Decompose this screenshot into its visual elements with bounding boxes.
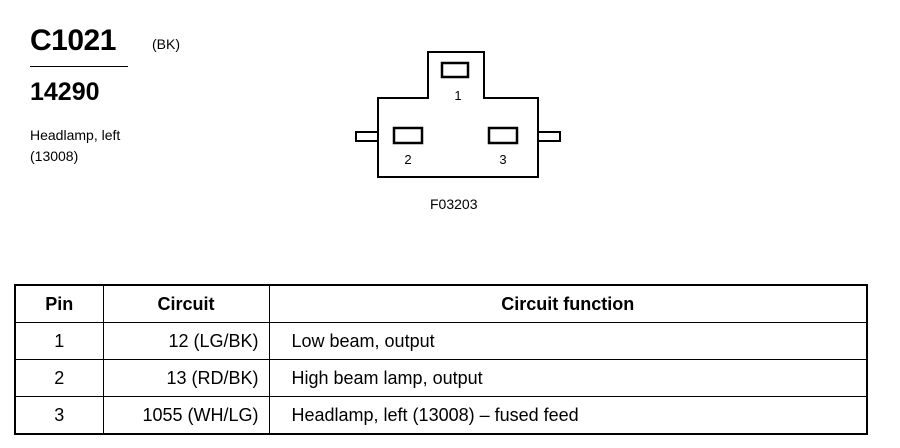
table-row: 1 12 (LG/BK) Low beam, output	[14, 322, 868, 360]
header-pin: Pin	[14, 284, 104, 323]
cell-circuit: 1055 (WH/LG)	[102, 396, 270, 435]
part-number: 14290	[30, 78, 100, 106]
table-row: 2 13 (RD/BK) High beam lamp, output	[14, 359, 868, 397]
pin-3-cavity	[487, 126, 519, 145]
connector-face-diagram: 1 2 3	[355, 51, 561, 178]
right-latch-tab	[537, 131, 561, 142]
pin-2-cavity	[392, 126, 424, 145]
title-rule	[30, 66, 128, 67]
table-row: 3 1055 (WH/LG) Headlamp, left (13008) – …	[14, 396, 868, 435]
pin-3-label: 3	[499, 152, 506, 167]
description-line-1: Headlamp, left	[30, 127, 121, 143]
header-circuit-function: Circuit function	[268, 284, 868, 323]
table-header-row: Pin Circuit Circuit function	[14, 284, 868, 323]
cell-pin: 2	[14, 359, 104, 397]
pin-2-label: 2	[404, 152, 411, 167]
figure-code: F03203	[430, 196, 478, 212]
pin-1-cavity	[440, 61, 470, 79]
cell-function: Headlamp, left (13008) – fused feed	[268, 396, 868, 435]
connector-outline	[377, 51, 539, 178]
header-circuit: Circuit	[102, 284, 270, 323]
cell-circuit: 13 (RD/BK)	[102, 359, 270, 397]
cell-circuit: 12 (LG/BK)	[102, 322, 270, 360]
cell-function: Low beam, output	[268, 322, 868, 360]
description-line-2: (13008)	[30, 148, 79, 164]
cell-pin: 3	[14, 396, 104, 435]
connector-color: (BK)	[152, 36, 180, 52]
cell-pin: 1	[14, 322, 104, 360]
cell-function: High beam lamp, output	[268, 359, 868, 397]
connector-id: C1021	[30, 24, 116, 57]
pin-table: Pin Circuit Circuit function 1 12 (LG/BK…	[14, 284, 868, 435]
left-latch-tab	[355, 131, 379, 142]
pin-1-label: 1	[454, 88, 461, 103]
